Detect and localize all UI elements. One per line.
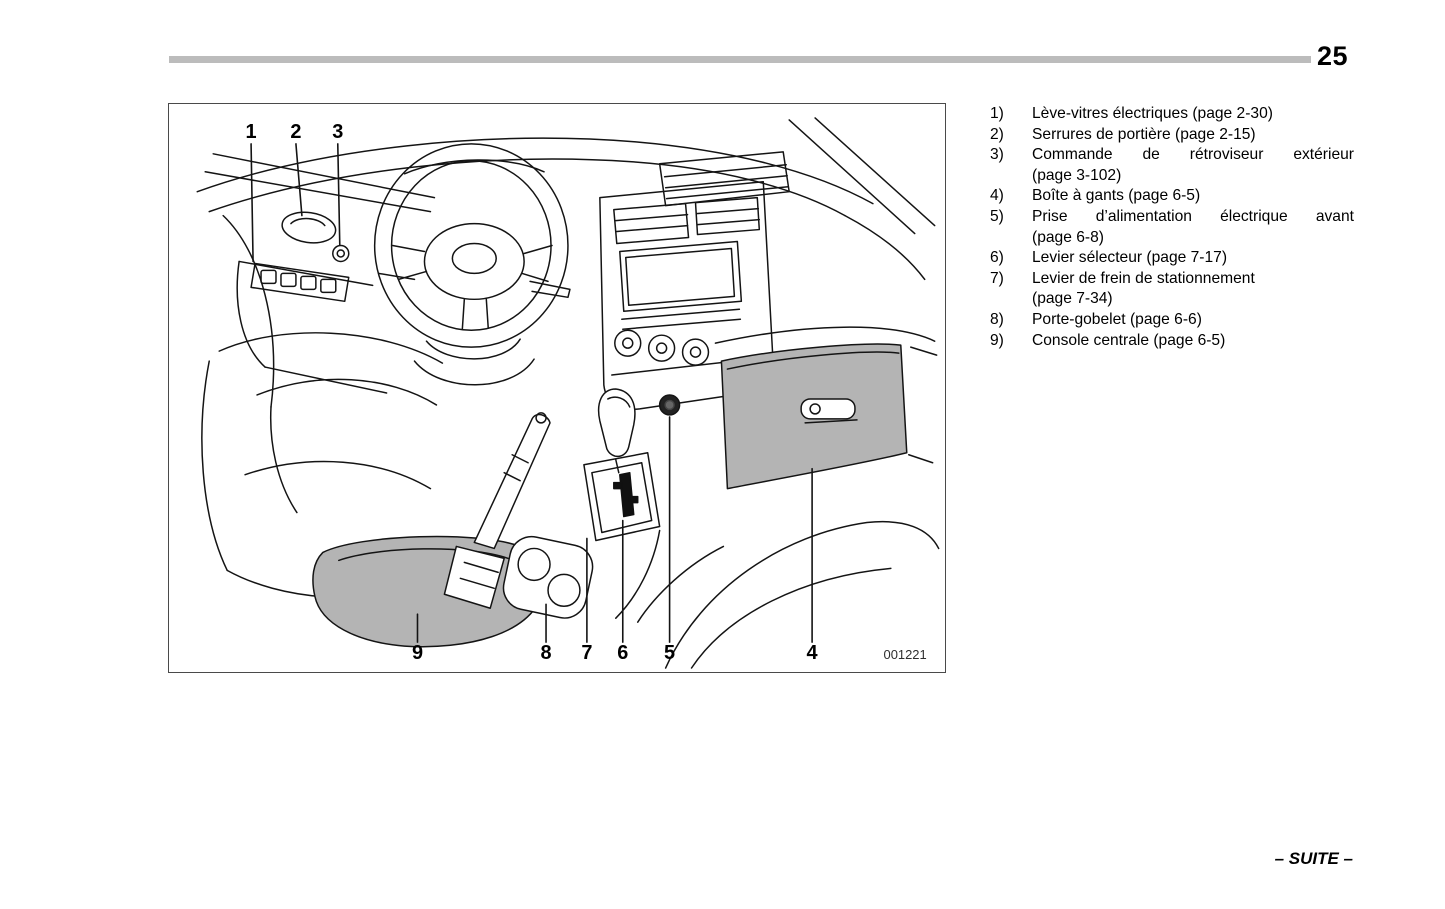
callout-5: 5 xyxy=(664,642,675,664)
page-number: 25 xyxy=(1317,41,1349,71)
legend-item-4: 4) Boîte à gants (page 6-5) xyxy=(990,186,1354,207)
legend-item-9: 9) Console centrale (page 6-5) xyxy=(990,331,1354,352)
legend-item-text: Lève-vitres électriques (page 2-30) xyxy=(1032,105,1273,122)
legend-item-text: Commande de rétroviseur extérieur xyxy=(1032,146,1354,164)
header-rule xyxy=(169,56,1311,63)
legend-item-number: 4) xyxy=(990,187,1004,205)
legend-item-text-line2: (page 6-8) xyxy=(1032,228,1104,246)
callout-4: 4 xyxy=(807,642,818,664)
stack-vent-left xyxy=(613,202,690,245)
mirror-control-switch xyxy=(332,244,350,263)
legend-item-number: 8) xyxy=(990,310,1004,328)
legend-item-text: Console centrale (page 6-5) xyxy=(1032,331,1226,349)
figure-code: 001221 xyxy=(884,647,927,662)
continuation-footer: – SUITE – xyxy=(1274,849,1353,868)
legend-item-number: 7) xyxy=(990,269,1004,287)
callout-numbers: 1 2 3 9 8 7 6 5 4 xyxy=(246,121,818,664)
dashboard xyxy=(196,117,936,344)
legend-item-3: 3) Commande de rétroviseur extérieur (pa… xyxy=(990,145,1354,186)
legend-item-text-line2: (page 7-34) xyxy=(1032,290,1113,308)
cup-holder xyxy=(502,535,594,619)
legend-list: 1) Lève-vitres électriques (page 2-30) 2… xyxy=(990,104,1354,351)
door-panel xyxy=(204,153,436,514)
steering-wheel xyxy=(373,143,571,386)
door-handle xyxy=(281,211,337,244)
callout-2: 2 xyxy=(290,121,301,143)
glove-box xyxy=(720,343,938,490)
legend-item-7: 7) Levier de frein de stationnement (pag… xyxy=(990,269,1354,310)
callout-1: 1 xyxy=(246,121,257,143)
window-switch-panel xyxy=(250,262,350,303)
power-outlet xyxy=(658,394,681,416)
legend-item-text: Boîte à gants (page 6-5) xyxy=(1032,187,1201,205)
callout-3: 3 xyxy=(332,121,343,143)
legend-item-text: Serrures de portière (page 2-15) xyxy=(1032,125,1256,143)
legend-item-number: 5) xyxy=(990,207,1004,225)
callout-leader-lines xyxy=(250,143,813,643)
parking-brake-lever xyxy=(443,412,551,609)
legend-item-8: 8) Porte-gobelet (page 6-6) xyxy=(990,310,1354,331)
upper-air-vent xyxy=(658,151,790,207)
legend-item-5: 5) Prise d’alimentation électrique avant… xyxy=(990,207,1354,248)
legend-item-number: 3) xyxy=(990,146,1004,164)
legend-item-2: 2) Serrures de portière (page 2-15) xyxy=(990,125,1354,146)
legend-item-text: Porte-gobelet (page 6-6) xyxy=(1032,310,1202,328)
glove-box-handle xyxy=(800,398,858,424)
legend-item-text: Prise d’alimentation électrique avant xyxy=(1032,207,1354,225)
callout-9: 9 xyxy=(412,642,423,664)
legend-item-text: Levier de frein de stationnement xyxy=(1032,269,1255,287)
legend-item-1: 1) Lève-vitres électriques (page 2-30) xyxy=(990,104,1354,125)
interior-diagram-figure: 1 2 3 9 8 7 6 5 4 001221 xyxy=(168,103,946,673)
legend-item-number: 6) xyxy=(990,249,1004,267)
legend-item-number: 2) xyxy=(990,125,1004,143)
interior-line-drawing: 1 2 3 9 8 7 6 5 4 001221 xyxy=(196,117,940,669)
legend-item-number: 1) xyxy=(990,105,1004,122)
gear-selector-lever xyxy=(583,388,661,542)
hvac-knobs xyxy=(614,329,710,366)
infotainment-screen xyxy=(619,240,743,313)
callout-6: 6 xyxy=(617,642,628,664)
callout-7: 7 xyxy=(581,642,592,664)
legend-item-text-line2: (page 3-102) xyxy=(1032,166,1122,184)
stack-vent-right xyxy=(694,196,761,236)
legend-item-number: 9) xyxy=(990,331,1004,349)
callout-8: 8 xyxy=(540,642,551,664)
legend-item-text: Levier sélecteur (page 7-17) xyxy=(1032,249,1228,267)
legend-item-6: 6) Levier sélecteur (page 7-17) xyxy=(990,248,1354,269)
